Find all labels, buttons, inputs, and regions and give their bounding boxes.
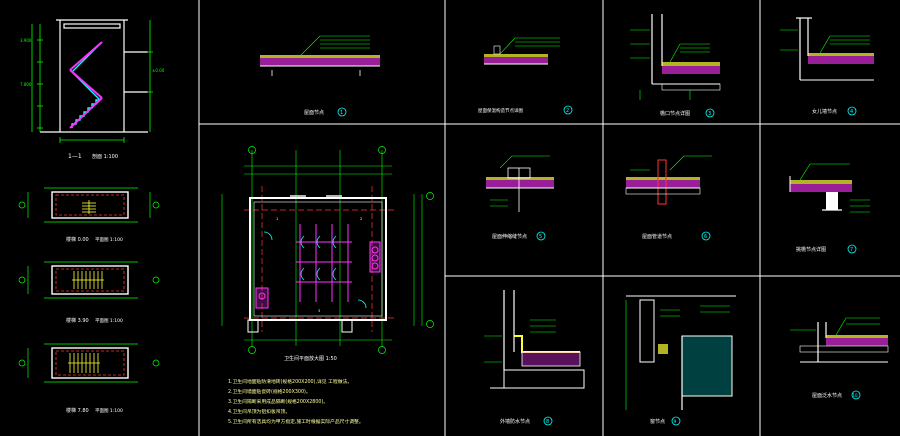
panel-frame	[198, 0, 900, 436]
detail-8-title: 外墙防水节点	[500, 418, 530, 425]
stair-plan-3-subtitle: 平面图 1:100	[95, 408, 123, 414]
detail-2-title: 屋面保温构造节点详图	[478, 107, 523, 114]
stair-plan-2-subtitle: 平面图 1:100	[95, 318, 123, 324]
stair-plan-1-subtitle: 平面图 1:100	[95, 237, 123, 243]
detail-5-index-circle	[536, 231, 546, 241]
svg-text:2: 2	[360, 217, 362, 221]
detail-7-index-circle	[847, 244, 857, 254]
note-2: 2.卫生间墙面贴瓷砖(规格200X300)。	[228, 388, 311, 395]
detail-10-num: 10	[853, 393, 859, 398]
stair-plan-1-title: 楼梯 0.00	[66, 236, 89, 243]
stair-plan-2-title: 楼梯 3.90	[66, 317, 89, 324]
detail-4-title: 女儿墙节点	[812, 108, 837, 115]
detail-9-title: 窗节点	[650, 418, 665, 425]
detail-8-drawing	[484, 290, 585, 389]
svg-text:3.900: 3.900	[20, 38, 32, 43]
detail-3-drawing	[630, 14, 721, 100]
detail-10-drawing	[790, 317, 889, 363]
stair-plan-3-drawing	[18, 343, 160, 383]
detail-3-title: 檐口节点详图	[660, 110, 690, 117]
detail-7-drawing	[789, 163, 870, 213]
stair-plan-2-drawing	[18, 261, 160, 299]
detail-4-index-circle	[847, 106, 857, 116]
stair-section-subtitle: 剖面 1:100	[92, 153, 118, 160]
detail-2-num: 2	[566, 108, 569, 114]
notes-block: 1.卫生间地面贴防滑地砖(规格200X200),详见 工程做法。 2.卫生间墙面…	[228, 378, 364, 425]
svg-text:3: 3	[318, 309, 320, 313]
detail-3-num: 3	[708, 111, 711, 117]
detail-9-num: 9	[674, 419, 677, 425]
detail-9-index-circle	[671, 416, 681, 426]
detail-7-num: 7	[850, 247, 853, 253]
stair-plan-3-title: 楼梯 7.80	[66, 407, 89, 414]
note-1: 1.卫生间地面贴防滑地砖(规格200X200),详见 工程做法。	[228, 378, 352, 385]
svg-text:1: 1	[276, 217, 278, 221]
svg-text:±0.00: ±0.00	[152, 68, 165, 73]
note-4: 4.卫生间吊顶为铝扣板吊顶。	[228, 408, 290, 415]
detail-5-drawing	[486, 155, 554, 212]
detail-1-index-circle	[337, 107, 347, 117]
detail-3-index-circle	[705, 108, 715, 118]
detail-10-title: 屋面泛水节点	[812, 392, 842, 399]
detail-2-drawing	[484, 37, 560, 65]
toilet-plan-drawing: 1 2 3	[221, 146, 434, 354]
detail-8-num: 8	[546, 419, 549, 425]
detail-6-drawing	[625, 155, 712, 205]
stair-section-drawing: 3.900 7.800 ±0.00	[20, 19, 165, 143]
detail-10-index-circle	[851, 390, 861, 400]
note-3: 3.卫生间隔断采用成品隔断(规格200X2800)。	[228, 398, 328, 405]
toilet-plan-title: 卫生间平面放大图 1:50	[284, 355, 337, 362]
note-5: 5.卫生间所有洁具均为甲方指定,施工时根据实际产品尺寸调整。	[228, 418, 364, 425]
detail-6-num: 6	[704, 234, 707, 240]
detail-5-num: 5	[539, 234, 542, 240]
detail-4-drawing	[780, 17, 874, 81]
detail-1-title: 屋面节点	[304, 110, 324, 116]
detail-1-num: 1	[340, 110, 343, 116]
stair-section-title: 1—1	[68, 153, 82, 160]
detail-9-drawing	[625, 295, 736, 410]
detail-8-index-circle	[543, 416, 553, 426]
detail-7-title: 挑檐节点详图	[796, 246, 826, 253]
detail-6-index-circle	[701, 231, 711, 241]
svg-text:7.800: 7.800	[20, 82, 32, 87]
detail-6-title: 屋面管道节点	[642, 233, 672, 240]
detail-5-title: 屋面伸缩缝节点	[492, 233, 527, 240]
detail-4-num: 4	[850, 109, 853, 115]
detail-2-index-circle	[563, 105, 573, 115]
stair-plan-1-drawing	[18, 187, 160, 223]
detail-1-drawing	[260, 35, 380, 76]
